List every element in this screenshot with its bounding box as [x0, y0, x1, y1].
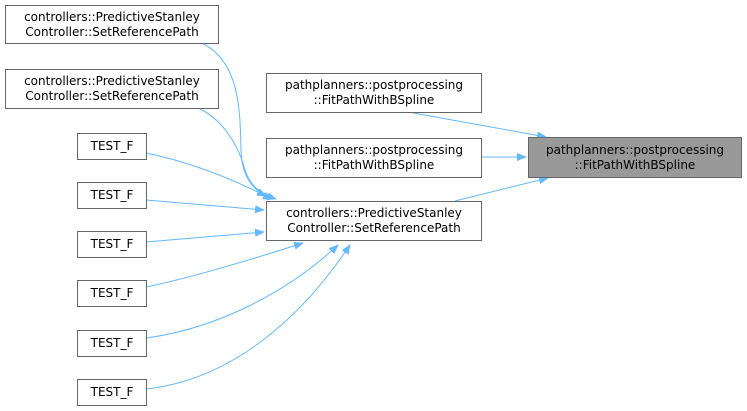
node-label-line2: ::FitPathWithBSpline	[313, 158, 435, 172]
node-test-f-6[interactable]: TEST_F	[77, 379, 147, 406]
node-test-f-2[interactable]: TEST_F	[77, 182, 147, 209]
edge-setref-top1-to-setref-main	[201, 42, 273, 200]
node-label-line2: Controller::SetReferencePath	[25, 24, 199, 39]
edge-test4-to-setref-main	[145, 244, 339, 339]
node-fit-path-1[interactable]: pathplanners::postprocessing::FitPathWit…	[266, 73, 482, 113]
node-test-f-5[interactable]: TEST_F	[77, 330, 147, 357]
node-label: TEST_F	[90, 336, 134, 350]
node-label-line1: controllers::PredictiveStanley	[24, 74, 200, 88]
node-label-line2: Controller::SetReferencePath	[287, 221, 461, 235]
edge-test3-to-setref-main	[145, 241, 304, 288]
edge-test1-to-setref-main	[145, 199, 265, 214]
node-label-line2: ::FitPathWithBSpline	[574, 157, 696, 172]
node-label: TEST_F	[90, 385, 134, 399]
node-label-line1: pathplanners::postprocessing	[284, 143, 464, 157]
node-label: TEST_F	[90, 139, 134, 153]
node-label-line2: ::FitPathWithBSpline	[313, 93, 435, 107]
edge-test0-to-setref-main	[145, 152, 267, 197]
node-label: TEST_F	[90, 286, 134, 300]
node-test-f-1[interactable]: TEST_F	[77, 133, 147, 160]
node-fit-path-2[interactable]: pathplanners::postprocessing::FitPathWit…	[266, 138, 482, 178]
edge-setref-to-target	[454, 176, 549, 202]
edge-test2-to-setref-main	[145, 228, 265, 243]
node-label-line1: pathplanners::postprocessing	[545, 142, 725, 157]
node-test-f-4[interactable]: TEST_F	[77, 280, 147, 307]
edge-fit1-to-target	[407, 111, 547, 140]
edge-test5-to-setref-main	[145, 244, 351, 390]
edge-setref-top2-to-setref-main	[197, 107, 277, 201]
node-label: TEST_F	[90, 188, 134, 202]
node-label-line1: controllers::PredictiveStanley	[286, 206, 462, 220]
node-label-line1: pathplanners::postprocessing	[284, 78, 464, 92]
node-label: TEST_F	[90, 237, 134, 251]
node-target-fit-path: pathplanners::postprocessing::FitPathWit…	[528, 137, 742, 178]
node-test-f-3[interactable]: TEST_F	[77, 231, 147, 258]
node-label-line1: controllers::PredictiveStanley	[24, 9, 200, 24]
node-label-line2: Controller::SetReferencePath	[25, 89, 199, 103]
